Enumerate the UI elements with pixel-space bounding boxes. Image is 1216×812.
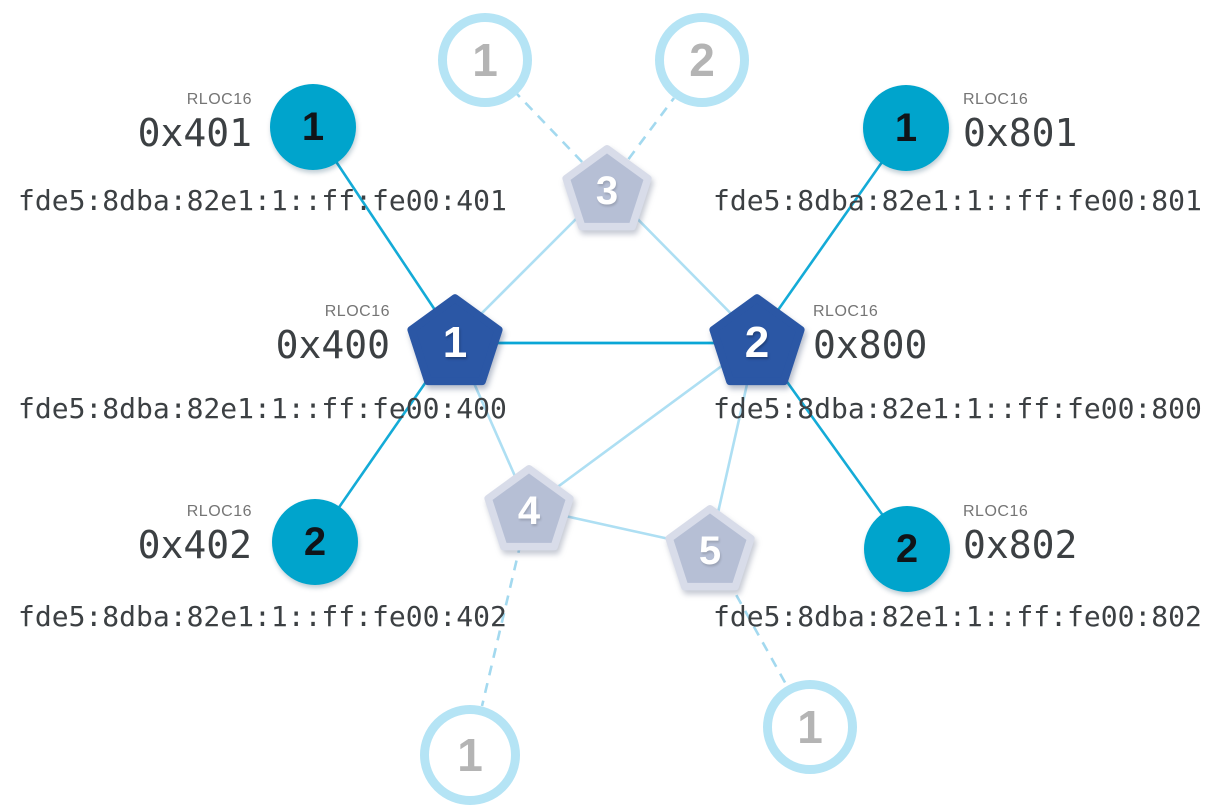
pentagon-shape	[484, 465, 574, 551]
ipv6-address-802: fde5:8dba:82e1:1::ff:fe00:802	[713, 600, 1202, 633]
pentagon-shape	[562, 145, 652, 231]
router-number: 1	[442, 318, 468, 367]
child-number: 2	[895, 527, 919, 571]
rloc16-label: RLOC16	[813, 303, 879, 320]
pentagon-shape	[407, 294, 503, 386]
rloc16-value: 0x400	[275, 323, 390, 367]
ipv6-address-402: fde5:8dba:82e1:1::ff:fe00:402	[18, 600, 507, 633]
faded-router-node-5[interactable]: 5	[665, 504, 755, 592]
router-number: 2	[744, 318, 770, 367]
router-node-2[interactable]: 2	[709, 293, 805, 387]
child-number: 2	[303, 520, 327, 564]
child-node-801[interactable]: 1	[863, 85, 949, 171]
rloc-block-child-402: RLOC16 0x402	[138, 502, 252, 568]
rloc16-value: 0x801	[963, 111, 1078, 155]
rloc-block-router-1: RLOC16 0x400	[276, 302, 390, 368]
rloc16-value: 0x402	[137, 523, 252, 567]
rloc16-value: 0x802	[963, 523, 1078, 567]
faded-child-number: 1	[797, 701, 823, 753]
faded-child-number: 1	[457, 729, 483, 781]
ipv6-address-400: fde5:8dba:82e1:1::ff:fe00:400	[18, 392, 507, 425]
faded-child-number: 2	[689, 34, 715, 86]
rloc-block-child-802: RLOC16 0x802	[963, 502, 1077, 568]
rloc16-label: RLOC16	[186, 91, 252, 108]
faded-child-node-bottom-left-1[interactable]: 1	[420, 705, 520, 805]
rloc-block-child-401: RLOC16 0x401	[138, 90, 252, 156]
faded-router-node-3[interactable]: 3	[562, 144, 652, 232]
faded-router-number: 5	[698, 529, 722, 573]
child-number: 1	[894, 106, 918, 150]
faded-router-number: 3	[595, 169, 619, 213]
link-faded-router-4--faded-child-bottom-left-1	[480, 507, 531, 707]
ipv6-address-801: fde5:8dba:82e1:1::ff:fe00:801	[713, 184, 1202, 217]
rloc16-label: RLOC16	[186, 503, 252, 520]
rloc16-label: RLOC16	[963, 91, 1029, 108]
faded-child-node-bottom-right-1[interactable]: 1	[763, 680, 857, 774]
rloc-block-child-801: RLOC16 0x801	[963, 90, 1077, 156]
rloc-block-router-2: RLOC16 0x800	[813, 302, 927, 368]
router-node-1[interactable]: 1	[407, 293, 503, 387]
child-node-802[interactable]: 2	[864, 506, 950, 592]
rloc16-label: RLOC16	[963, 503, 1029, 520]
child-number: 1	[301, 105, 325, 149]
rloc16-value: 0x401	[137, 111, 252, 155]
pentagon-shape	[665, 505, 755, 591]
pentagon-shape	[709, 294, 805, 386]
faded-child-node-top-2[interactable]: 2	[655, 13, 749, 107]
ipv6-address-800: fde5:8dba:82e1:1::ff:fe00:800	[713, 392, 1202, 425]
ipv6-address-401: fde5:8dba:82e1:1::ff:fe00:401	[18, 184, 507, 217]
link-router-2--faded-router-4	[528, 338, 758, 510]
child-node-402[interactable]: 2	[272, 499, 358, 585]
rloc16-value: 0x800	[813, 323, 928, 367]
child-node-401[interactable]: 1	[270, 84, 356, 170]
faded-router-node-4[interactable]: 4	[484, 464, 574, 552]
faded-child-node-top-1[interactable]: 1	[438, 13, 532, 107]
faded-router-number: 4	[517, 489, 541, 533]
faded-child-number: 1	[472, 34, 498, 86]
rloc16-label: RLOC16	[324, 303, 390, 320]
